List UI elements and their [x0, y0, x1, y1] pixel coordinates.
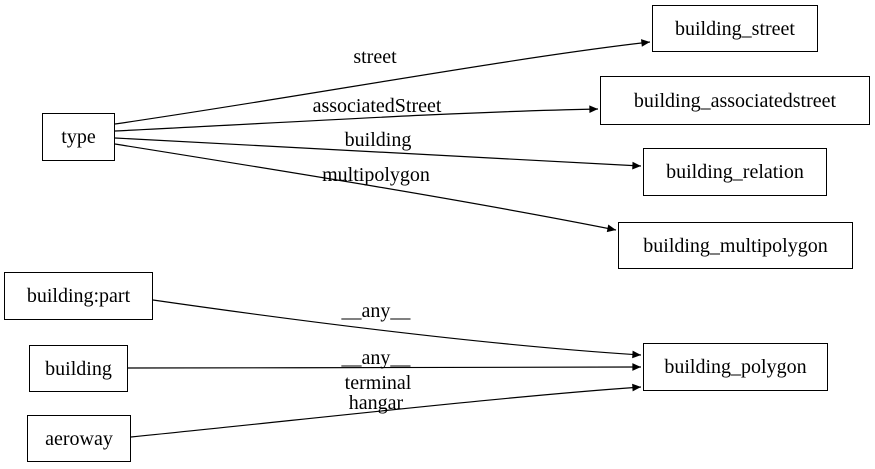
node-building-street: building_street: [652, 5, 818, 52]
edge-type-to-building_multipolygon: [114, 143, 617, 233]
edge-building-part-to-building_polygon: [152, 299, 642, 359]
edge-label-hangar: hangar: [348, 392, 404, 414]
node-building: building: [29, 345, 128, 392]
node-building-part: building:part: [4, 272, 153, 320]
edge-type-to-building_associatedstreet: [114, 105, 599, 132]
node-building-relation: building_relation: [643, 148, 827, 196]
edge-label-multipolygon: multipolygon: [322, 164, 430, 186]
node-building-associatedstreet: building_associatedstreet: [600, 76, 870, 125]
node-aeroway: aeroway: [27, 415, 131, 462]
edge-label-any-building: __any__: [341, 347, 411, 369]
edge-label-street: street: [353, 46, 397, 68]
node-building-multipolygon: building_multipolygon: [618, 222, 853, 269]
node-type: type: [42, 113, 115, 161]
edge-label-associatedstreet: associatedStreet: [312, 95, 442, 117]
edge-label-building: building: [344, 129, 412, 151]
edge-building-to-building_polygon: [127, 363, 642, 371]
edge-label-terminal: terminal: [344, 372, 412, 394]
edge-label-any-building-part: __any__: [341, 300, 411, 322]
node-building-polygon: building_polygon: [643, 343, 828, 391]
edge-type-to-building_street: [114, 39, 651, 125]
edge-aeroway-to-building_polygon: [130, 383, 642, 438]
